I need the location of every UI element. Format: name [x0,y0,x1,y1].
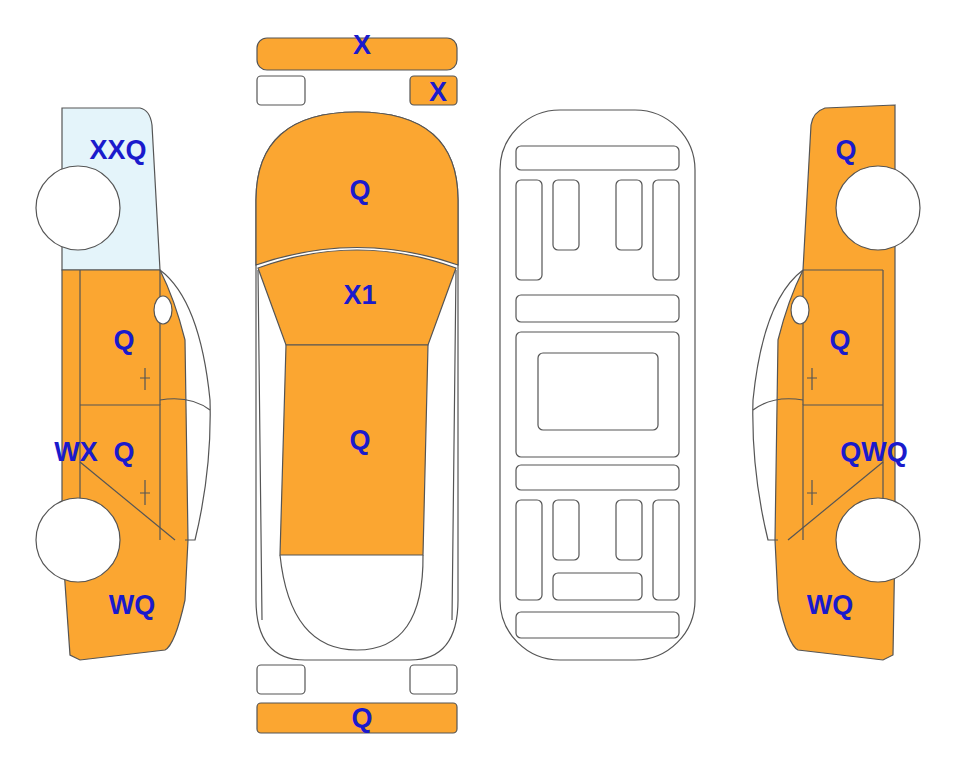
damage-code: WQ [807,592,854,619]
damage-code: Q [351,705,372,732]
damage-code: Q [835,137,856,164]
damage-code: X [429,79,447,106]
damage-code: Q [829,327,850,354]
damage-code: WQ [109,592,156,619]
damage-code: WX [54,439,98,466]
damage-code: Q [349,427,370,454]
damage-code: X [353,32,371,59]
damage-code: Q [113,439,134,466]
damage-code: X1 [343,282,376,309]
damage-code: XXQ [89,137,146,164]
damage-code: Q [349,177,370,204]
damage-code: Q [113,327,134,354]
damage-code: QWQ [840,439,908,466]
